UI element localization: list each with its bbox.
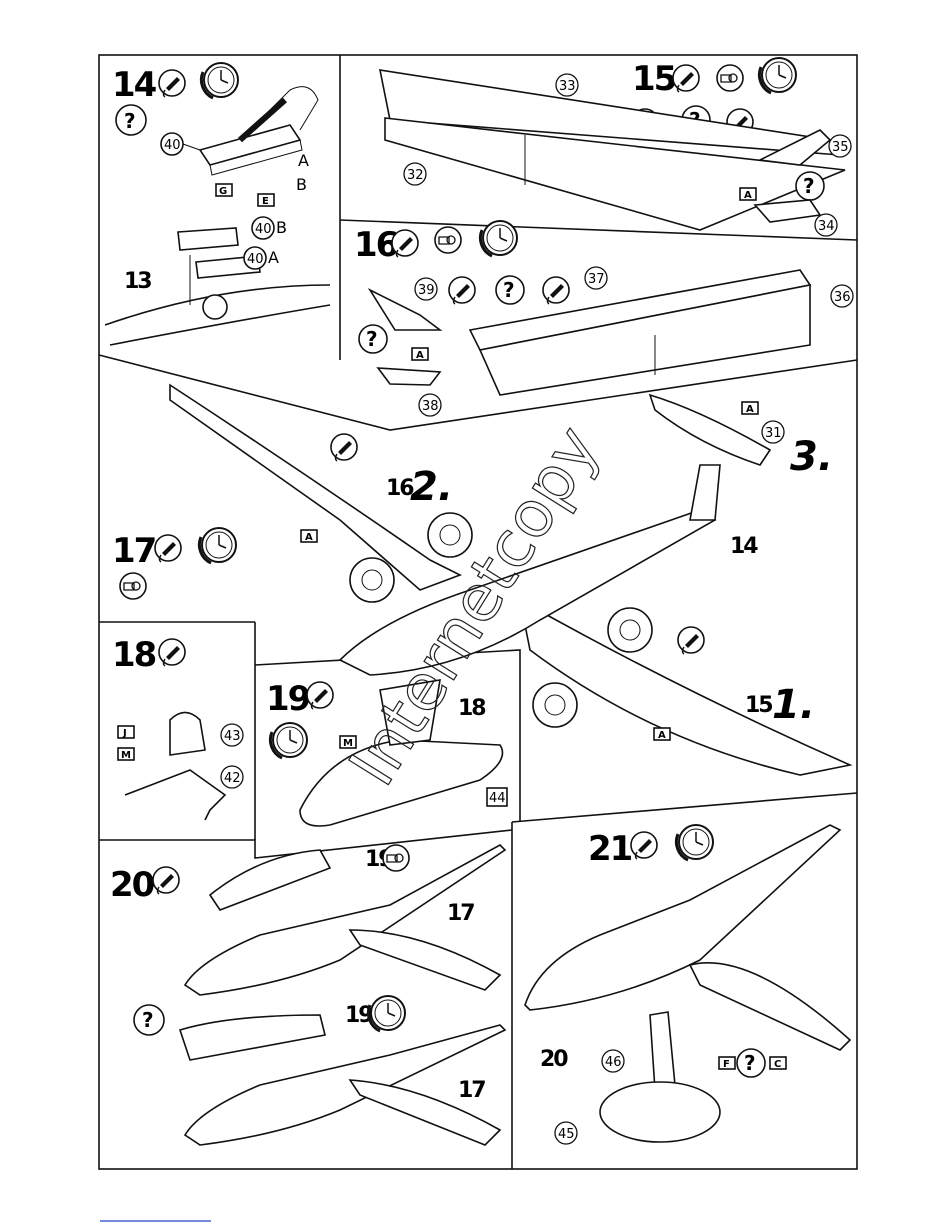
part-label: 31 <box>765 426 782 441</box>
order-label: 1. <box>772 682 815 728</box>
question-mark: ? <box>124 109 136 133</box>
flag-label: A <box>746 404 754 415</box>
part-label: 38 <box>422 399 439 414</box>
flag-label: A <box>658 730 666 741</box>
part-label: 14 <box>730 534 758 559</box>
part-label: 13 <box>124 269 151 294</box>
part-label: 45 <box>558 1127 575 1142</box>
step-16: 16 37 39 ? 36 ? A 38 <box>354 221 853 416</box>
part-label: 32 <box>407 168 424 183</box>
step-number: 17 <box>112 531 155 571</box>
part-label: 39 <box>418 283 435 298</box>
part-label: 40 <box>255 222 272 237</box>
part-label: 16 <box>386 476 414 501</box>
question-mark: ? <box>142 1008 154 1032</box>
flag-label: E <box>262 196 269 207</box>
part-label: 20 <box>540 1047 568 1072</box>
part-label: 17 <box>447 901 474 926</box>
step-number: 14 <box>112 65 157 105</box>
step-number: 20 <box>110 865 155 905</box>
step-number: 18 <box>112 635 156 675</box>
base-45 <box>600 1082 720 1142</box>
flag-label: F <box>723 1059 730 1070</box>
part-label: 37 <box>588 272 605 287</box>
hand-drawing <box>255 87 318 130</box>
frame-42 <box>125 770 225 820</box>
part-label: 36 <box>834 290 851 305</box>
part-label: 40 <box>164 138 181 153</box>
order-label: 2. <box>410 464 453 510</box>
part-label: 42 <box>224 771 241 786</box>
question-mark: ? <box>366 327 378 351</box>
flag-label: G <box>219 186 227 197</box>
stand-46 <box>650 1012 675 1090</box>
flag-label: M <box>121 750 131 761</box>
step-18: 18 43 42 J M <box>112 635 243 820</box>
part-label: 34 <box>818 219 835 234</box>
flag-label: C <box>774 1059 781 1070</box>
question-mark: ? <box>803 174 815 198</box>
part-label: 43 <box>224 729 241 744</box>
sub-label: B <box>296 175 307 194</box>
order-label: 3. <box>790 434 833 480</box>
flag-label: A <box>305 532 313 543</box>
step-20: 20 19 17 19 17 ? <box>110 845 505 1145</box>
part-label: 18 <box>458 696 485 721</box>
step-15: 15 ? 33 32 35 A ? 34 <box>380 58 851 236</box>
flag-label: A <box>416 350 424 361</box>
fin-14 <box>690 465 720 520</box>
step-number: 16 <box>354 225 398 265</box>
sub-label: B <box>276 218 287 237</box>
watermark: Internetcopy <box>336 414 614 798</box>
part-label: 33 <box>559 79 576 94</box>
step-number: 19 <box>266 679 310 719</box>
question-mark: ? <box>744 1051 756 1075</box>
question-mark: ? <box>503 278 515 302</box>
flag-label: J <box>122 728 127 739</box>
part-label: 46 <box>605 1055 622 1070</box>
part-label: 17 <box>458 1078 485 1103</box>
seat-43 <box>170 713 205 756</box>
step-21: 21 20 46 45 F ? C <box>525 825 850 1144</box>
step-14: 14 ? 40 A B G E 40 B 40 A 13 <box>105 63 330 345</box>
part-label: 15 <box>745 693 772 718</box>
sub-label: A <box>298 151 309 170</box>
part-label: 40 <box>247 252 264 267</box>
part-label: 35 <box>832 140 849 155</box>
flag-label: A <box>744 190 752 201</box>
part-label: 44 <box>489 791 506 806</box>
step-number: 15 <box>632 59 676 99</box>
sub-label: A <box>268 248 279 267</box>
step-number: 21 <box>588 829 632 869</box>
